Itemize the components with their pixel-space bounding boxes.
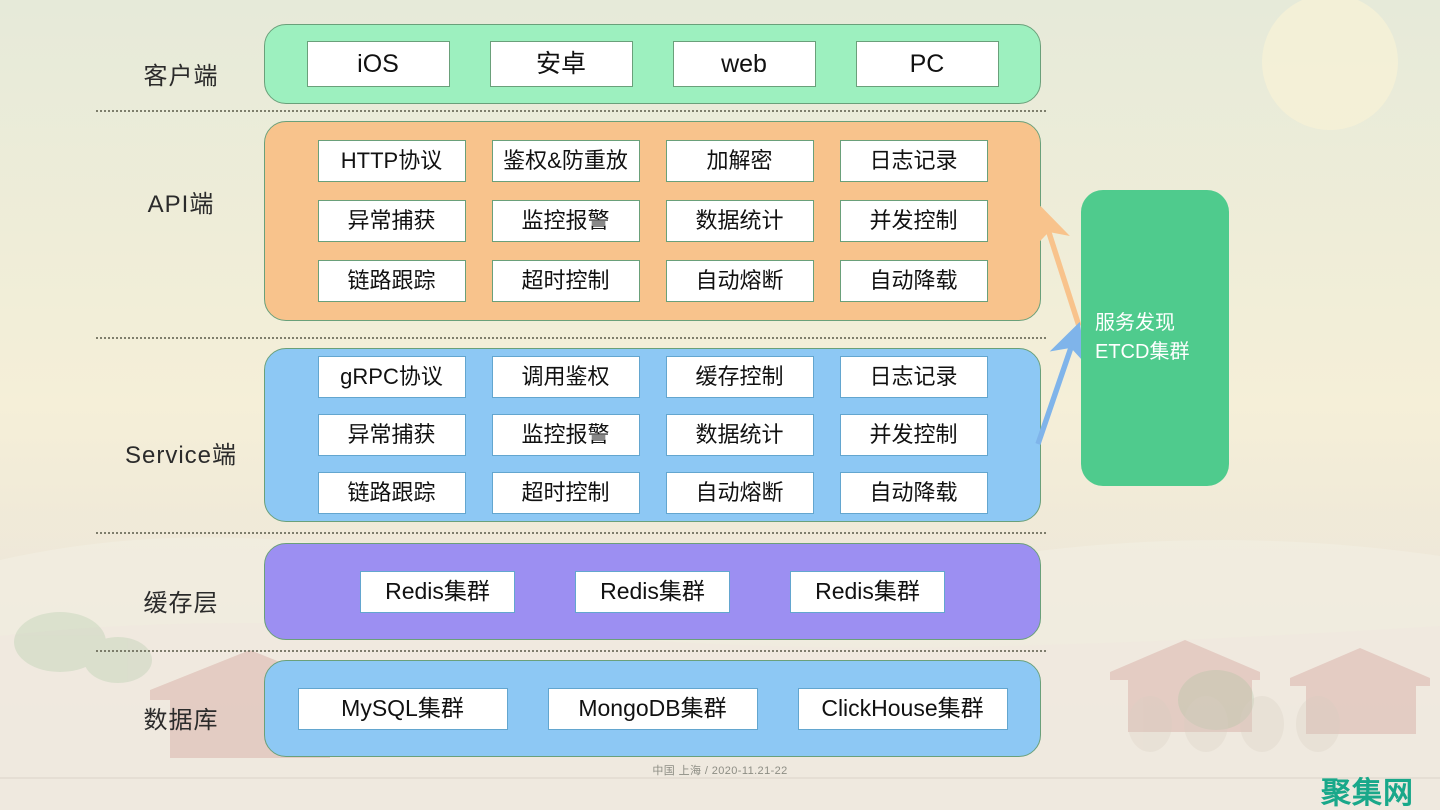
layer-panel-service: gRPC协议 调用鉴权 缓存控制 日志记录 异常捕获 监控报警 数据统计 并发控… — [264, 348, 1041, 522]
node-auto-load-shedding[interactable]: 自动降载 — [839, 260, 988, 302]
node-call-auth[interactable]: 调用鉴权 — [491, 356, 640, 398]
node-web[interactable]: web — [672, 41, 816, 87]
node-auto-load-shedding[interactable]: 自动降载 — [839, 472, 988, 514]
node-android[interactable]: 安卓 — [489, 41, 633, 87]
node-grpc-protocol[interactable]: gRPC协议 — [317, 356, 466, 398]
layer-panel-database: MySQL集群 MongoDB集群 ClickHouse集群 — [264, 660, 1041, 757]
node-timeout-control[interactable]: 超时控制 — [491, 260, 640, 302]
node-clickhouse-cluster[interactable]: ClickHouse集群 — [797, 687, 1008, 730]
node-http-protocol[interactable]: HTTP协议 — [317, 140, 466, 182]
node-mongodb-cluster[interactable]: MongoDB集群 — [547, 687, 758, 730]
layer-row: 异常捕获 监控报警 数据统计 并发控制 — [265, 414, 1040, 456]
node-monitor-alert[interactable]: 监控报警 — [491, 200, 640, 242]
layer-label-database: 数据库 — [143, 707, 219, 734]
node-ios[interactable]: iOS — [306, 41, 450, 87]
layer-panel-cache: Redis集群 Redis集群 Redis集群 — [264, 543, 1041, 640]
connector-arrows — [1033, 205, 1086, 445]
etcd-label-line2: ETCD集群 — [1095, 341, 1190, 363]
watermark-logo: 聚集网 — [1321, 776, 1414, 810]
node-concurrency-control[interactable]: 并发控制 — [839, 200, 988, 242]
node-redis-cluster-2[interactable]: Redis集群 — [575, 570, 730, 613]
node-encryption[interactable]: 加解密 — [665, 140, 814, 182]
node-exception-capture[interactable]: 异常捕获 — [317, 200, 466, 242]
node-concurrency-control[interactable]: 并发控制 — [839, 414, 988, 456]
arrow-etcd-to-service — [1035, 321, 1086, 445]
layer-label-api: API端 — [147, 191, 215, 218]
layer-row: 异常捕获 监控报警 数据统计 并发控制 — [265, 199, 1040, 243]
layer-row: iOS 安卓 web PC — [265, 40, 1040, 88]
node-redis-cluster-1[interactable]: Redis集群 — [360, 570, 515, 613]
layer-separator-1 — [96, 110, 1046, 112]
layer-separator-2 — [96, 337, 1046, 339]
node-cache-control[interactable]: 缓存控制 — [665, 356, 814, 398]
node-auto-circuit-breaker[interactable]: 自动熔断 — [665, 472, 814, 514]
node-pc[interactable]: PC — [855, 41, 999, 87]
layer-panel-client: iOS 安卓 web PC — [264, 24, 1041, 104]
layer-separator-4 — [96, 650, 1046, 652]
node-mysql-cluster[interactable]: MySQL集群 — [297, 687, 508, 730]
layer-row: 链路跟踪 超时控制 自动熔断 自动降载 — [265, 472, 1040, 514]
layer-row: gRPC协议 调用鉴权 缓存控制 日志记录 — [265, 356, 1040, 398]
node-redis-cluster-3[interactable]: Redis集群 — [790, 570, 945, 613]
arrow-api-to-etcd — [1033, 205, 1082, 327]
etcd-service-discovery-panel[interactable]: 服务发现 ETCD集群 — [1081, 190, 1229, 486]
node-logging[interactable]: 日志记录 — [839, 140, 988, 182]
slide-footer: 中国 上海 / 2020-11.21-22 — [652, 765, 788, 777]
node-exception-capture[interactable]: 异常捕获 — [317, 414, 466, 456]
node-data-statistics[interactable]: 数据统计 — [665, 200, 814, 242]
node-logging[interactable]: 日志记录 — [839, 356, 988, 398]
node-timeout-control[interactable]: 超时控制 — [491, 472, 640, 514]
layer-label-cache: 缓存层 — [143, 590, 219, 617]
node-data-statistics[interactable]: 数据统计 — [665, 414, 814, 456]
layer-row: Redis集群 Redis集群 Redis集群 — [265, 570, 1040, 614]
node-auto-circuit-breaker[interactable]: 自动熔断 — [665, 260, 814, 302]
layer-label-client: 客户端 — [143, 63, 219, 90]
node-auth-antireplay[interactable]: 鉴权&防重放 — [491, 140, 640, 182]
layer-row: 链路跟踪 超时控制 自动熔断 自动降载 — [265, 259, 1040, 303]
layer-panel-api: HTTP协议 鉴权&防重放 加解密 日志记录 异常捕获 监控报警 数据统计 并发… — [264, 121, 1041, 321]
node-link-tracing[interactable]: 链路跟踪 — [317, 472, 466, 514]
layer-row: MySQL集群 MongoDB集群 ClickHouse集群 — [265, 687, 1040, 731]
node-monitor-alert[interactable]: 监控报警 — [491, 414, 640, 456]
etcd-label-line1: 服务发现 — [1095, 312, 1175, 334]
layer-row: HTTP协议 鉴权&防重放 加解密 日志记录 — [265, 139, 1040, 183]
layer-separator-3 — [96, 532, 1046, 534]
layer-label-service: Service端 — [124, 442, 238, 469]
node-link-tracing[interactable]: 链路跟踪 — [317, 260, 466, 302]
